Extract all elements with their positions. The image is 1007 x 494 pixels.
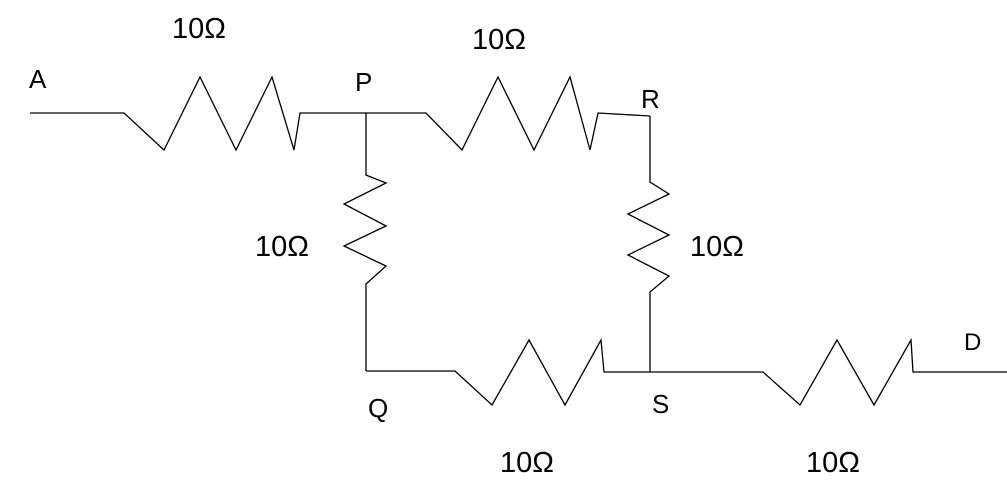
node-label-r: R bbox=[641, 84, 660, 114]
wire-q-to-s bbox=[366, 337, 650, 407]
node-label-a: A bbox=[29, 64, 47, 94]
resistor-value-qs: 10Ω bbox=[500, 447, 554, 479]
node-label-p: P bbox=[355, 67, 373, 97]
node-label-d: D bbox=[964, 329, 982, 356]
resistor-value-ap: 10Ω bbox=[172, 13, 226, 45]
node-label-s: S bbox=[652, 389, 670, 419]
wire-a-to-p bbox=[30, 75, 366, 152]
wire-p-to-r bbox=[366, 75, 651, 152]
resistor-value-rs: 10Ω bbox=[690, 231, 744, 263]
wire-p-to-q bbox=[342, 113, 388, 371]
wire-r-to-s bbox=[626, 116, 671, 372]
resistor-value-sd: 10Ω bbox=[806, 447, 860, 479]
resistor-value-pr: 10Ω bbox=[472, 24, 526, 56]
resistor-value-pq: 10Ω bbox=[255, 231, 309, 263]
node-label-q: Q bbox=[368, 393, 389, 423]
wire-s-to-d bbox=[650, 337, 1007, 407]
